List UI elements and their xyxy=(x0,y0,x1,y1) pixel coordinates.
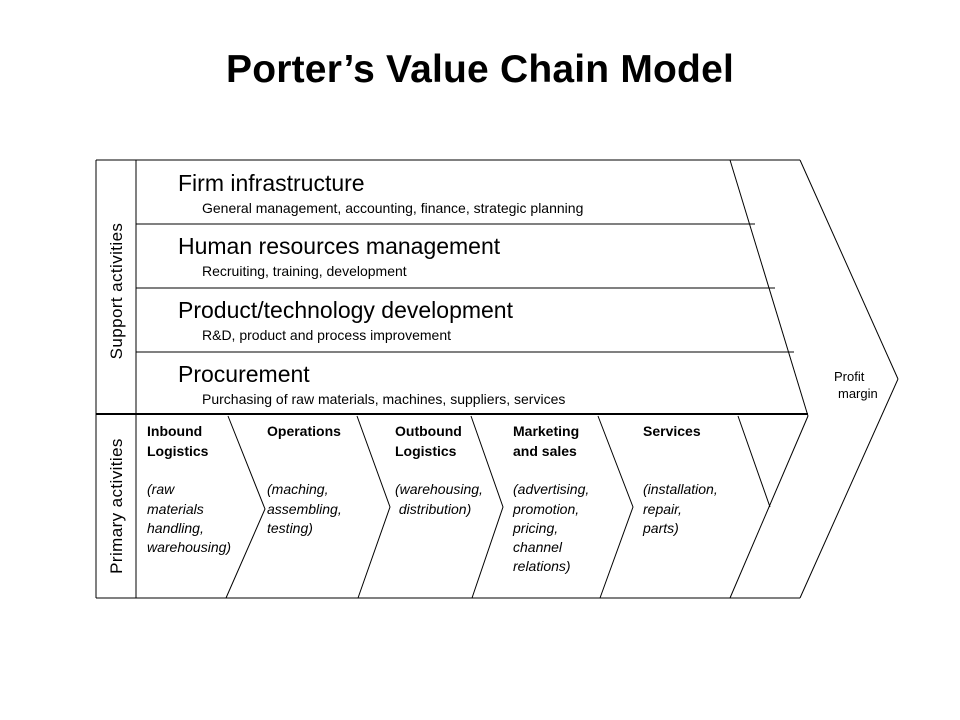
primary-detail-line: (raw xyxy=(147,481,175,497)
chevron-outbound xyxy=(470,415,504,599)
primary-detail-line: (installation, xyxy=(643,481,718,497)
primary-detail-line: assembling, xyxy=(267,501,342,517)
primary-detail-line: (advertising, xyxy=(513,481,589,497)
primary-detail-line: pricing, xyxy=(512,520,558,536)
primary-outbound-logistics: Outbound Logistics (warehousing, distrib… xyxy=(395,423,483,517)
primary-heading-line: Services xyxy=(643,423,701,439)
support-item-4-name: Procurement xyxy=(178,361,310,387)
primary-detail-line: relations) xyxy=(513,558,571,574)
chevron-operations xyxy=(356,415,391,599)
primary-detail-line: testing) xyxy=(267,520,313,536)
profit-margin-label-line2: margin xyxy=(838,386,878,401)
primary-heading-line: and sales xyxy=(513,443,577,459)
support-item-2-detail: Recruiting, training, development xyxy=(202,263,407,279)
profit-margin-inner-lower xyxy=(729,415,809,599)
profit-margin-label-line1: Profit xyxy=(834,369,865,384)
primary-detail-line: handling, xyxy=(147,520,204,536)
primary-detail-line: (maching, xyxy=(267,481,328,497)
chevron-marketing xyxy=(597,415,634,599)
primary-detail-line: warehousing) xyxy=(147,539,231,555)
support-item-3-detail: R&D, product and process improvement xyxy=(202,327,451,343)
primary-detail-line: parts) xyxy=(642,520,679,536)
primary-inbound-logistics: Inbound Logistics (raw materials handlin… xyxy=(147,423,231,555)
support-item-2-name: Human resources management xyxy=(178,233,501,259)
arrow-tip-lower xyxy=(799,378,899,599)
primary-heading-line: Inbound xyxy=(147,423,202,439)
support-item-4-detail: Purchasing of raw materials, machines, s… xyxy=(202,391,565,407)
support-item-1-detail: General management, accounting, finance,… xyxy=(202,200,583,216)
page-title: Porter’s Value Chain Model xyxy=(226,48,734,91)
chevron-services xyxy=(737,415,771,508)
primary-detail-line: distribution) xyxy=(395,501,471,517)
support-item-3-name: Product/technology development xyxy=(178,297,514,323)
primary-detail-line: channel xyxy=(513,539,563,555)
primary-operations: Operations (maching, assembling, testing… xyxy=(267,423,342,536)
primary-marketing-and-sales: Marketing and sales (advertising, promot… xyxy=(512,423,589,574)
primary-detail-line: promotion, xyxy=(512,501,579,517)
support-item-1-name: Firm infrastructure xyxy=(178,170,365,196)
primary-heading-line: Marketing xyxy=(513,423,579,439)
primary-services: Services (installation, repair, parts) xyxy=(642,423,718,536)
primary-heading-line: Logistics xyxy=(147,443,209,459)
primary-activities-label: Primary activities xyxy=(107,438,126,574)
primary-heading-line: Operations xyxy=(267,423,341,439)
primary-detail-line: (warehousing, xyxy=(395,481,483,497)
support-activities-label: Support activities xyxy=(107,223,126,360)
primary-detail-line: repair, xyxy=(643,501,682,517)
primary-heading-line: Logistics xyxy=(395,443,457,459)
primary-heading-line: Outbound xyxy=(395,423,462,439)
chevron-inbound xyxy=(225,415,266,599)
arrow-tip-upper xyxy=(799,159,899,380)
primary-detail-line: materials xyxy=(147,501,204,517)
